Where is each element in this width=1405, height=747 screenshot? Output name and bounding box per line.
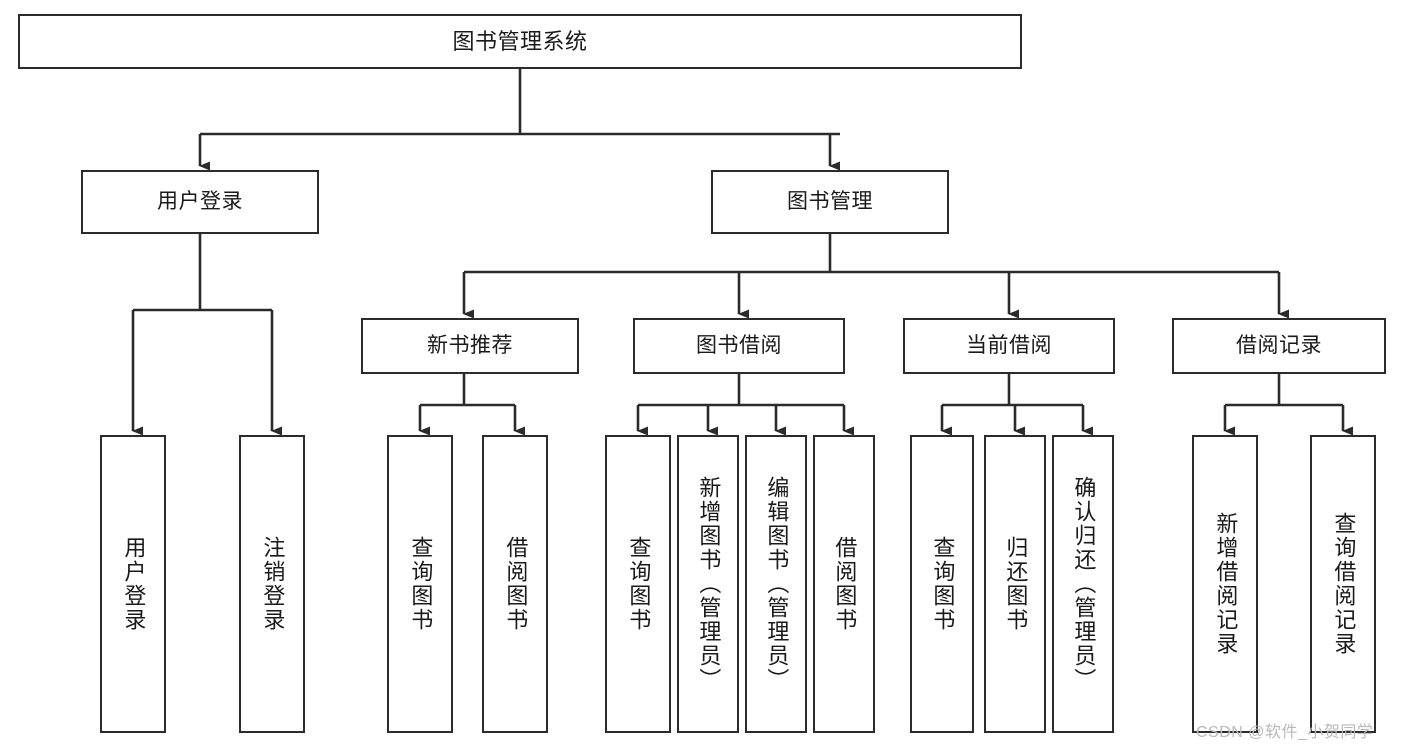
leaf-user-logout[interactable]: 注销登录: [239, 435, 305, 733]
node-label: 图书管理系统: [452, 28, 588, 54]
node-label: 归还图书: [1003, 536, 1029, 632]
node-label: 查询图书: [626, 536, 652, 632]
node-label: 图书管理: [787, 189, 873, 213]
leaf-add-borrow-record[interactable]: 新增借阅记录: [1192, 435, 1258, 733]
node-book-borrow[interactable]: 图书借阅: [633, 318, 845, 374]
leaf-confirm-return-admin[interactable]: 确认归还（管理员）: [1052, 435, 1114, 733]
node-label: 新增图书（管理员）: [696, 476, 722, 692]
node-borrow-record[interactable]: 借阅记录: [1172, 318, 1386, 374]
node-current-borrow[interactable]: 当前借阅: [903, 318, 1115, 374]
node-user-login[interactable]: 用户登录: [81, 170, 319, 234]
node-label: 注销登录: [260, 536, 286, 632]
node-label: 新书推荐: [427, 333, 513, 357]
leaf-query-book-3[interactable]: 查询图书: [910, 435, 974, 733]
node-label: 当前借阅: [966, 333, 1052, 357]
leaf-edit-book-admin[interactable]: 编辑图书（管理员）: [745, 435, 807, 733]
node-label: 查询图书: [408, 536, 434, 632]
leaf-query-borrow-record[interactable]: 查询借阅记录: [1310, 435, 1376, 733]
node-label: 查询借阅记录: [1331, 512, 1357, 656]
leaf-borrow-book-1[interactable]: 借阅图书: [482, 435, 548, 733]
node-label: 借阅图书: [832, 536, 858, 632]
node-label: 用户登录: [121, 536, 147, 632]
node-label: 借阅记录: [1236, 333, 1322, 357]
leaf-return-book[interactable]: 归还图书: [984, 435, 1046, 733]
node-label: 借阅图书: [503, 536, 529, 632]
node-book-manage[interactable]: 图书管理: [711, 170, 949, 234]
node-root-system[interactable]: 图书管理系统: [18, 14, 1022, 69]
node-label: 查询图书: [930, 536, 956, 632]
leaf-user-login[interactable]: 用户登录: [100, 435, 166, 733]
leaf-borrow-book-2[interactable]: 借阅图书: [813, 435, 875, 733]
node-label: 编辑图书（管理员）: [764, 476, 790, 692]
node-new-book-recommend[interactable]: 新书推荐: [361, 318, 579, 374]
node-label: 用户登录: [157, 189, 243, 213]
watermark-text: CSDN @软件_小贺同学: [1196, 724, 1374, 741]
node-label: 确认归还（管理员）: [1071, 476, 1097, 692]
leaf-add-book-admin[interactable]: 新增图书（管理员）: [677, 435, 739, 733]
leaf-query-book-1[interactable]: 查询图书: [387, 435, 453, 733]
leaf-query-book-2[interactable]: 查询图书: [605, 435, 671, 733]
node-label: 新增借阅记录: [1213, 512, 1239, 656]
node-label: 图书借阅: [696, 333, 782, 357]
